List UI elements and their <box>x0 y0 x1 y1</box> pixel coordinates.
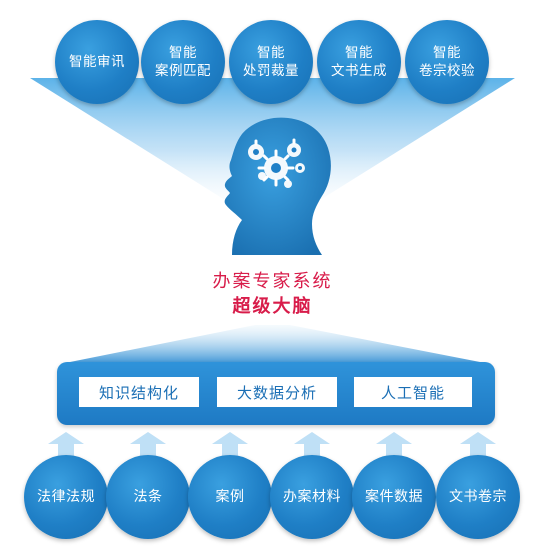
function-label-line1: 智能 <box>257 45 285 61</box>
up-arrow-icon <box>376 432 412 456</box>
function-label-line2: 处罚裁量 <box>243 63 299 79</box>
input-circle-cases: 案例 <box>188 455 272 539</box>
function-circle-penalty: 智能 处罚裁量 <box>229 20 313 104</box>
tech-box-ai: 人工智能 <box>354 377 472 407</box>
up-arrow-icon <box>130 432 166 456</box>
input-label: 案件数据 <box>365 489 423 505</box>
function-label-line2: 案例匹配 <box>155 63 211 79</box>
function-label-line1: 智能 <box>433 45 461 61</box>
function-label-line2: 卷宗校验 <box>419 63 475 79</box>
function-label-line1: 智能 <box>169 45 197 61</box>
function-label-line1: 智能 <box>345 45 373 61</box>
input-circle-articles: 法条 <box>106 455 190 539</box>
system-title: 办案专家系统 <box>212 271 333 292</box>
input-label: 法条 <box>133 489 163 505</box>
up-arrow-icon <box>294 432 330 456</box>
tech-box-knowledge: 知识结构化 <box>79 377 199 407</box>
input-label: 办案材料 <box>283 489 341 505</box>
lower-funnel <box>70 325 480 362</box>
system-subtitle: 超级大脑 <box>232 296 313 317</box>
input-label: 文书卷宗 <box>449 489 507 505</box>
head-with-gears-icon <box>224 117 331 255</box>
input-label: 法律法规 <box>37 489 95 505</box>
up-arrow-icon <box>212 432 248 456</box>
tech-box-bigdata: 大数据分析 <box>217 377 337 407</box>
up-arrow-icon <box>48 432 84 456</box>
input-circle-laws: 法律法规 <box>24 455 108 539</box>
input-label: 案例 <box>215 489 245 505</box>
technology-bar: 知识结构化 大数据分析 人工智能 <box>57 362 495 425</box>
function-label-line2: 文书生成 <box>331 63 387 79</box>
function-circle-case-matching: 智能 案例匹配 <box>141 20 225 104</box>
input-circle-case-data: 案件数据 <box>352 455 436 539</box>
up-arrow-icon <box>460 432 496 456</box>
function-label: 智能审讯 <box>69 54 125 70</box>
function-circle-document: 智能 文书生成 <box>317 20 401 104</box>
function-circle-dossier: 智能 卷宗校验 <box>405 20 489 104</box>
input-circle-dossiers: 文书卷宗 <box>436 455 520 539</box>
input-circle-materials: 办案材料 <box>270 455 354 539</box>
function-circle-interrogation: 智能审讯 <box>55 20 139 104</box>
